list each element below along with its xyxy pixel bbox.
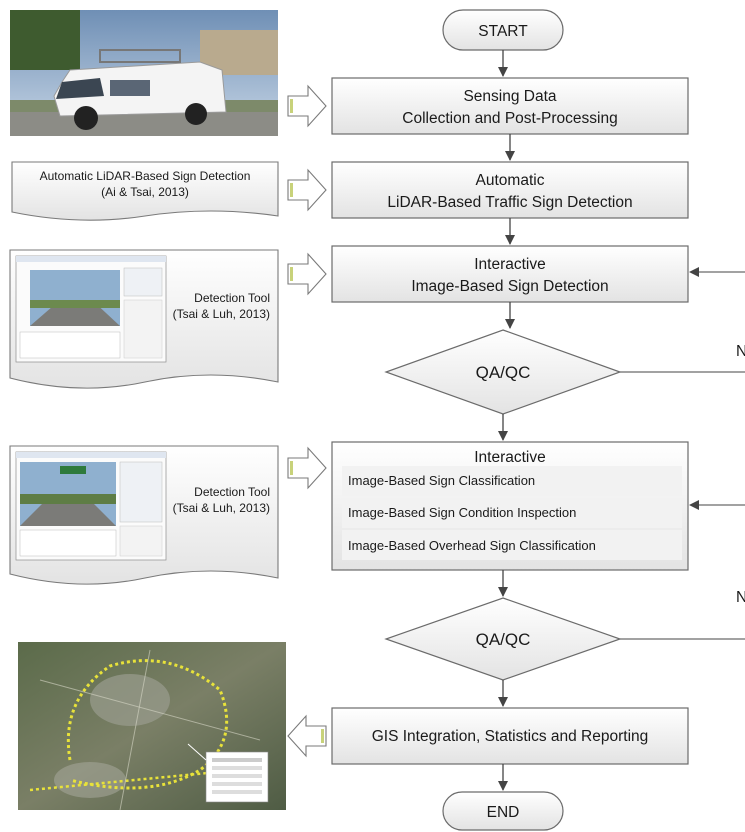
sensing-data-line2: Collection and Post-Processing [402, 110, 617, 127]
start-terminal: START [442, 9, 564, 51]
block-arrow-3 [287, 252, 327, 296]
qa-qc-decision-2: QA/QC [384, 597, 622, 681]
qa-qc-label-1: QA/QC [476, 363, 531, 382]
image-sign-detection-line1: Interactive [474, 256, 546, 273]
image-sign-detection-box: Interactive Image-Based Sign Detection [331, 245, 689, 303]
interactive-title: Interactive [474, 449, 546, 466]
sensing-data-line1: Sensing Data [463, 88, 556, 105]
gis-integration-label: GIS Integration, Statistics and Reportin… [372, 728, 649, 745]
sub-item-bg-2 [342, 498, 682, 528]
qa2-branch-label: N [736, 589, 745, 606]
sub-item-2: Image-Based Sign Condition Inspection [348, 505, 576, 520]
block-arrow-2 [287, 168, 327, 212]
start-label: START [478, 23, 528, 40]
gis-map-image [18, 642, 286, 811]
lidar-reference-doc: Automatic LiDAR-Based Sign Detection (Ai… [11, 161, 279, 221]
detection-tool-1-line2: (Tsai & Luh, 2013) [173, 307, 270, 321]
lidar-reference-line2: (Ai & Tsai, 2013) [101, 185, 189, 199]
gis-integration-box: GIS Integration, Statistics and Reportin… [331, 707, 689, 765]
sub-item-3: Image-Based Overhead Sign Classification [348, 538, 596, 553]
lidar-detection-line1: Automatic [476, 172, 545, 189]
sub-item-bg-3 [342, 530, 682, 560]
qa1-branch-label: N [736, 343, 745, 360]
detection-tool-1-line1: Detection Tool [194, 291, 270, 305]
image-sign-detection-line2: Image-Based Sign Detection [411, 278, 608, 295]
end-terminal: END [442, 791, 564, 831]
detection-tool-doc-2: Detection Tool (Tsai & Luh, 2013) [9, 445, 279, 585]
sub-item-1: Image-Based Sign Classification [348, 473, 535, 488]
qa-qc-decision-1: QA/QC [384, 329, 622, 415]
lidar-detection-box: Automatic LiDAR-Based Traffic Sign Detec… [331, 161, 689, 219]
sub-item-bg-1 [342, 466, 682, 496]
sensing-data-box: Sensing Data Collection and Post-Process… [331, 77, 689, 135]
detection-tool-2-line1: Detection Tool [194, 485, 270, 499]
van-photo [10, 10, 278, 136]
block-arrow-5-left [287, 714, 327, 758]
lidar-detection-line2: LiDAR-Based Traffic Sign Detection [387, 194, 632, 211]
lidar-reference-line1: Automatic LiDAR-Based Sign Detection [40, 169, 251, 183]
detection-tool-2-line2: (Tsai & Luh, 2013) [173, 501, 270, 515]
detection-tool-screenshot-2 [15, 451, 167, 561]
block-arrow-4 [287, 446, 327, 490]
detection-tool-screenshot-1 [15, 255, 167, 363]
qa-qc-label-2: QA/QC [476, 630, 531, 649]
block-arrow-1 [287, 84, 327, 128]
detection-tool-doc-1: Detection Tool (Tsai & Luh, 2013) [9, 249, 279, 389]
interactive-classification-box: Interactive Image-Based Sign Classificat… [331, 441, 689, 571]
end-label: END [487, 804, 520, 821]
